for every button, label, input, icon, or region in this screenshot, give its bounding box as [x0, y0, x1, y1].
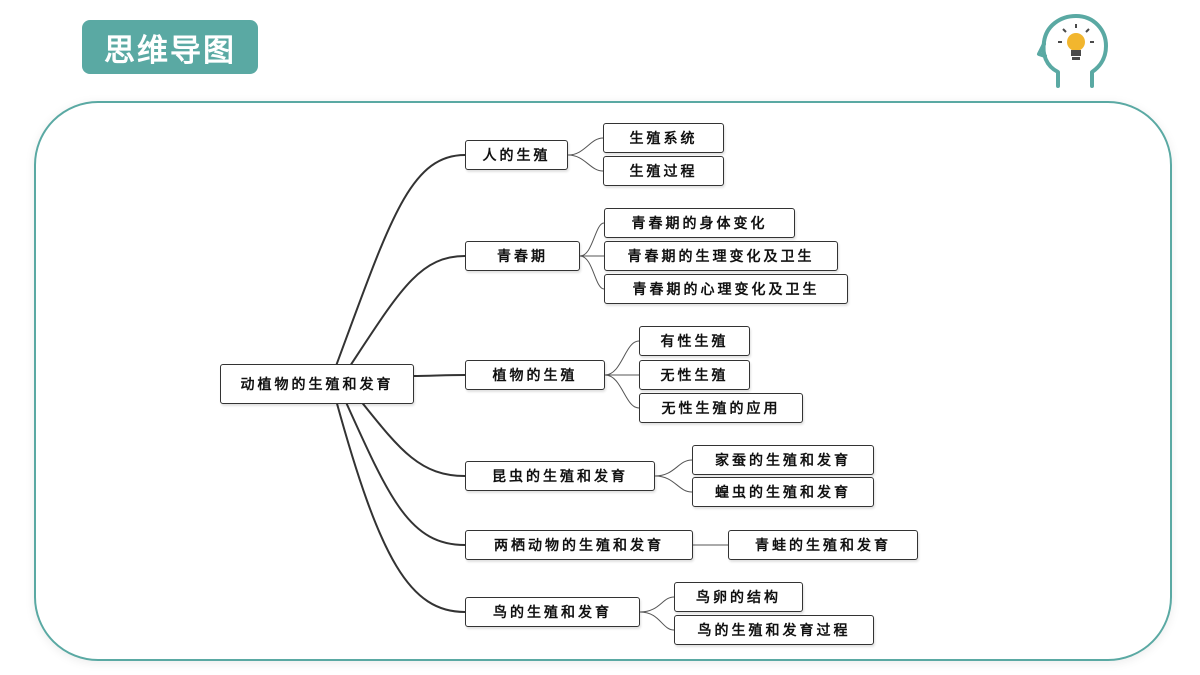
leaf-node: 鸟卵的结构 — [674, 582, 803, 612]
leaf-node: 家蚕的生殖和发育 — [692, 445, 874, 475]
branch-node: 人的生殖 — [465, 140, 568, 170]
leaf-node: 青春期的身体变化 — [604, 208, 795, 238]
leaf-node: 鸟的生殖和发育过程 — [674, 615, 874, 645]
page-title: 思维导图 — [82, 20, 258, 74]
branch-node: 昆虫的生殖和发育 — [465, 461, 655, 491]
head-lightbulb-icon — [1037, 14, 1108, 88]
mindmap-root: 动植物的生殖和发育 — [220, 364, 414, 404]
mindmap-frame — [34, 101, 1172, 661]
leaf-node: 生殖系统 — [603, 123, 724, 153]
leaf-node: 青蛙的生殖和发育 — [728, 530, 918, 560]
leaf-node: 无性生殖 — [639, 360, 750, 390]
branch-node: 鸟的生殖和发育 — [465, 597, 640, 627]
branch-node: 青春期 — [465, 241, 580, 271]
branch-node: 植物的生殖 — [465, 360, 605, 390]
branch-node: 两栖动物的生殖和发育 — [465, 530, 693, 560]
leaf-node: 生殖过程 — [603, 156, 724, 186]
leaf-node: 青春期的生理变化及卫生 — [604, 241, 838, 271]
leaf-node: 无性生殖的应用 — [639, 393, 803, 423]
leaf-node: 青春期的心理变化及卫生 — [604, 274, 848, 304]
leaf-node: 蝗虫的生殖和发育 — [692, 477, 874, 507]
leaf-node: 有性生殖 — [639, 326, 750, 356]
